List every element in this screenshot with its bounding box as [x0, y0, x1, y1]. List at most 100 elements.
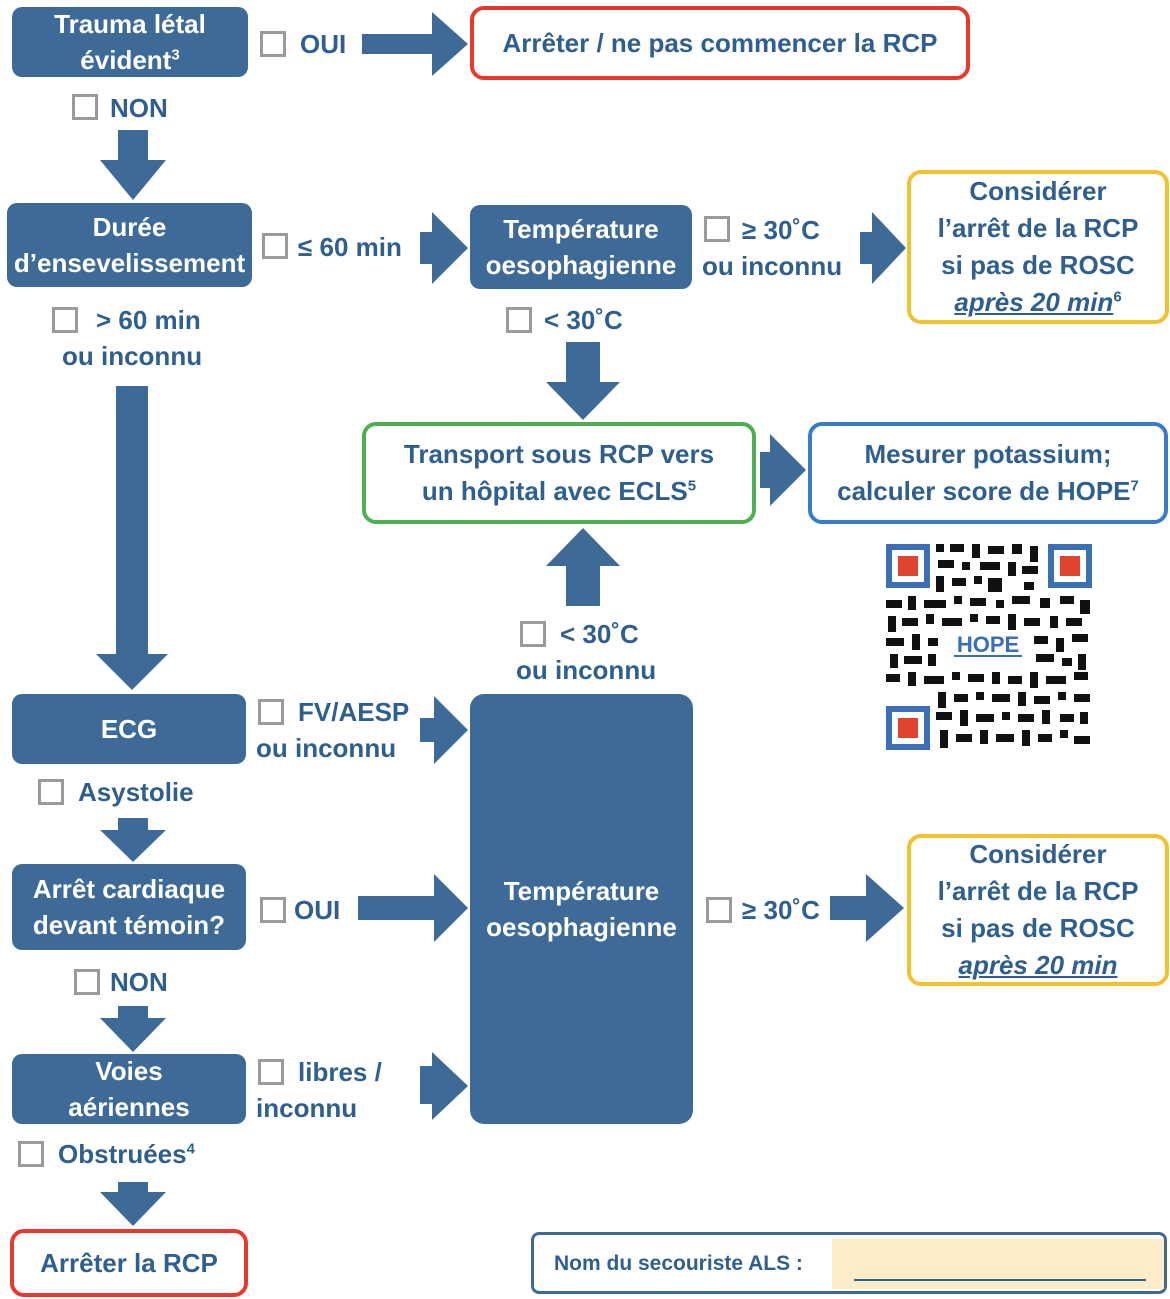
- checkbox-ecg-vf[interactable]: [258, 699, 284, 725]
- node-potassium-line2: calculer score de HOPE: [837, 476, 1131, 506]
- node-consider-top-line4: après 20 min: [954, 287, 1114, 317]
- node-temp-top-line2: oesophagienne: [485, 250, 677, 280]
- checkbox-burial-gt60[interactable]: [52, 307, 78, 333]
- arrow-down: [96, 386, 168, 690]
- node-witnessed-line2: devant témoin?: [32, 910, 226, 940]
- checkbox-temp-lt30[interactable]: [506, 307, 532, 333]
- node-consider-top: Considérer l’arrêt de la RCP si pas de R…: [907, 170, 1169, 324]
- rescuer-name-panel: Nom du secouriste ALS :: [531, 1232, 1167, 1294]
- arrow-down: [100, 818, 166, 862]
- checkbox-witness-yes[interactable]: [260, 897, 286, 923]
- node-temp-mid-line2: oesophagienne: [486, 912, 677, 942]
- node-transport-line2: un hôpital avec ECLS: [421, 476, 688, 506]
- checkbox-trauma-yes[interactable]: [260, 31, 286, 57]
- arrow-right: [420, 212, 468, 284]
- node-temp-mid: Température oesophagienne: [470, 694, 693, 1124]
- label-temp-ge30-line2: ou inconnu: [702, 251, 843, 281]
- label-burial-gt60-line1: > 60 min: [96, 305, 201, 335]
- node-consider-top-line2: l’arrêt de la RCP: [937, 213, 1139, 243]
- node-trauma: Trauma létal évident3: [12, 7, 248, 77]
- label-mid-lt30-line1: < 30˚C: [560, 619, 639, 649]
- node-witnessed-line1: Arrêt cardiaque: [32, 874, 226, 904]
- footnote-ref: 5: [687, 477, 697, 495]
- node-consider-bottom: Considérer l’arrêt de la RCP si pas de R…: [907, 834, 1169, 986]
- label-trauma-no: NON: [110, 93, 168, 123]
- checkbox-trauma-no[interactable]: [72, 94, 98, 120]
- arrow-down: [100, 1182, 166, 1226]
- node-consider-bottom-line3: si pas de ROSC: [941, 913, 1135, 943]
- node-trauma-line2: évident: [80, 45, 172, 75]
- label-airway-clear-line1: libres /: [298, 1057, 382, 1087]
- label-mid-lt30-line2: ou inconnu: [516, 655, 657, 685]
- footnote-ref: 7: [1130, 477, 1139, 495]
- checkbox-mid-ge30[interactable]: [706, 897, 732, 923]
- node-transport: Transport sous RCP vers un hôpital avec E…: [362, 422, 756, 524]
- arrow-right: [420, 1052, 468, 1120]
- checkbox-mid-lt30[interactable]: [520, 621, 546, 647]
- label-burial-le60: ≤ 60 min: [298, 232, 402, 262]
- node-burial-line1: Durée: [92, 212, 167, 242]
- node-airway: Voies aériennes: [12, 1054, 246, 1124]
- label-ecg-vf-line2: ou inconnu: [256, 733, 397, 763]
- arrow-right: [420, 696, 468, 764]
- qr-code-icon[interactable]: HOPE: [884, 542, 1094, 752]
- rescuer-name-label: Nom du secouriste ALS :: [554, 1252, 803, 1275]
- node-airway-line2: aériennes: [68, 1092, 190, 1122]
- qr-logo-text: HOPE: [957, 632, 1019, 657]
- node-ecg-text: ECG: [100, 714, 158, 744]
- arrow-down: [100, 1006, 166, 1052]
- node-consider-bottom-line2: l’arrêt de la RCP: [937, 876, 1139, 906]
- arrow-right: [358, 874, 468, 942]
- label-ecg-vf-line1: FV/AESP: [298, 697, 410, 727]
- arrow-right: [830, 874, 904, 942]
- label-witness-yes: OUI: [294, 895, 341, 925]
- footnote-ref: 3: [171, 46, 180, 64]
- checkbox-burial-le60[interactable]: [262, 233, 288, 259]
- node-consider-top-line3: si pas de ROSC: [941, 250, 1135, 280]
- footnote-ref: 6: [1113, 288, 1122, 306]
- checkbox-temp-ge30[interactable]: [704, 216, 730, 242]
- label-ecg-asystole: Asystolie: [78, 777, 194, 807]
- checkbox-witness-no[interactable]: [74, 969, 100, 995]
- checkbox-airway-clear[interactable]: [258, 1059, 284, 1085]
- node-stop-cpr: Arrêter la RCP: [10, 1229, 248, 1297]
- arrow-right: [760, 434, 806, 506]
- label-airway-obstructed-text: Obstruées: [58, 1139, 187, 1169]
- node-potassium: Mesurer potassium; calculer score de HOPE…: [808, 422, 1168, 524]
- rescuer-name-field[interactable]: [832, 1239, 1164, 1289]
- label-witness-no: NON: [110, 967, 168, 997]
- node-consider-bottom-line1: Considérer: [969, 839, 1107, 869]
- rescuer-name-underline: [854, 1279, 1146, 1281]
- footnote-ref: 4: [186, 1140, 195, 1158]
- arrow-down: [546, 342, 620, 420]
- checkbox-airway-obstructed[interactable]: [18, 1141, 44, 1167]
- node-consider-top-line1: Considérer: [969, 176, 1107, 206]
- node-stop-cpr-text: Arrêter la RCP: [40, 1247, 218, 1278]
- arrow-down: [100, 130, 166, 200]
- label-airway-clear-line2: inconnu: [256, 1093, 358, 1123]
- arrow-up: [546, 528, 620, 606]
- label-temp-ge30-line1: ≥ 30˚C: [742, 215, 820, 245]
- label-trauma-yes: OUI: [300, 29, 347, 59]
- label-burial-gt60-line2: ou inconnu: [62, 341, 203, 371]
- label-airway-obstructed: Obstruées4: [58, 1136, 195, 1172]
- node-witnessed: Arrêt cardiaque devant témoin?: [12, 864, 246, 950]
- label-temp-lt30: < 30˚C: [544, 305, 623, 335]
- node-stop-start-text: Arrêter / ne pas commencer la RCP: [502, 27, 938, 58]
- checkbox-ecg-asystole[interactable]: [38, 779, 64, 805]
- node-temp-mid-line1: Température: [503, 876, 660, 906]
- node-temp-top: Température oesophagienne: [470, 205, 692, 289]
- node-consider-bottom-line4: après 20 min: [958, 950, 1118, 980]
- node-trauma-line1: Trauma létal: [54, 9, 206, 39]
- node-airway-line1: Voies: [95, 1056, 163, 1086]
- node-transport-line1: Transport sous RCP vers: [403, 439, 715, 469]
- node-ecg: ECG: [12, 694, 246, 764]
- node-burial-duration: Durée d’ensevelissement: [7, 203, 252, 287]
- node-stop-start: Arrêter / ne pas commencer la RCP: [470, 6, 970, 80]
- node-temp-top-line1: Température: [503, 214, 659, 244]
- node-potassium-line1: Mesurer potassium;: [864, 439, 1112, 469]
- arrow-right: [362, 12, 468, 76]
- node-burial-line2: d’ensevelissement: [13, 248, 246, 278]
- label-mid-ge30: ≥ 30˚C: [742, 895, 820, 925]
